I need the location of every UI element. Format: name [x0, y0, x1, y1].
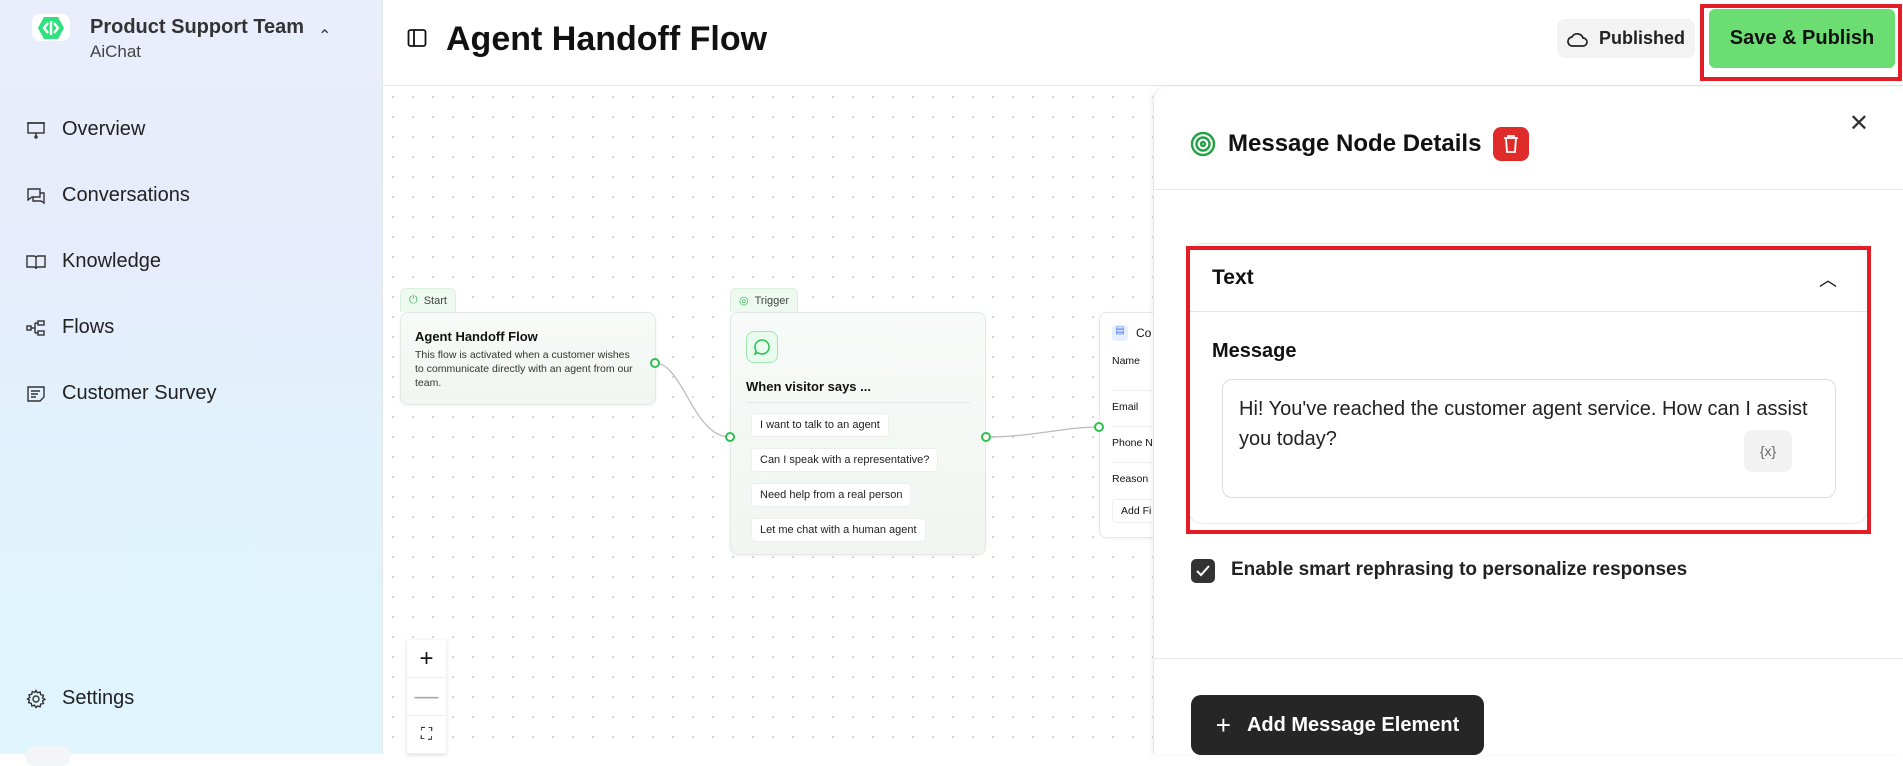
presentation-icon [27, 121, 45, 139]
tab-label: Start [423, 294, 447, 307]
fit-view-button[interactable]: ⛶ [407, 716, 446, 754]
sidebar-item-flows[interactable]: Flows [26, 316, 114, 339]
plus-icon: + [1215, 709, 1231, 740]
field-reason: Reason [1112, 473, 1149, 485]
trigger-node-tab: ◎ Trigger [730, 288, 799, 312]
fullscreen-icon: ⛶ [420, 725, 433, 743]
sidebar-item-label: Settings [62, 687, 135, 709]
trigger-phrase[interactable]: Can I speak with a representative? [751, 448, 939, 472]
target-icon [1190, 131, 1216, 157]
panel-title: Message Node Details [1228, 130, 1482, 157]
highlight-box [1186, 246, 1871, 534]
sidebar-item-label: Customer Survey [62, 382, 217, 404]
cloud-icon [1567, 32, 1588, 47]
insert-variable-button[interactable]: {x} [1744, 430, 1792, 472]
target-icon: ◎ [739, 295, 749, 307]
chevron-up-icon[interactable]: ︿ [1819, 270, 1837, 290]
trigger-output-handle[interactable] [981, 432, 991, 442]
sidebar-item-overview[interactable]: Overview [26, 118, 145, 141]
status-label: Published [1598, 28, 1685, 48]
chat-bubble-icon [746, 331, 778, 363]
check-icon [1196, 565, 1210, 577]
start-node-tab: ⏻ Start [400, 288, 456, 312]
clipboard-icon: ▤ [1112, 325, 1128, 341]
trigger-node[interactable]: When visitor says ... I want to talk to … [730, 312, 986, 555]
flow-canvas[interactable]: ⏻ Start Agent Handoff Flow This flow is a… [383, 87, 1219, 754]
connector-edges [654, 362, 1100, 438]
message-label: Message [1212, 340, 1297, 362]
survey-icon [27, 385, 45, 402]
power-icon: ⏻ [409, 294, 418, 306]
trigger-input-handle[interactable] [725, 432, 735, 442]
edge-start-trigger [654, 362, 731, 438]
sidebar-item-conversations[interactable]: Conversations [26, 184, 190, 207]
node-title: Agent Handoff Flow [415, 329, 538, 344]
page-title: Agent Handoff Flow [446, 20, 768, 58]
zoom-out-button[interactable]: — [407, 678, 446, 716]
trigger-phrase[interactable]: Let me chat with a human agent [751, 518, 926, 542]
message-textarea[interactable]: Hi! You've reached the customer agent se… [1222, 379, 1836, 498]
book-icon [26, 254, 46, 269]
sidebar-item-label: Flows [62, 316, 115, 338]
edge-trigger-collect [985, 426, 1100, 438]
add-message-element-button[interactable]: + Add Message Element [1191, 695, 1484, 755]
text-section-card: Text ︿ Message Hi! You've reached the cu… [1188, 243, 1868, 524]
node-description: This flow is activated when a customer w… [415, 349, 633, 389]
user-avatar[interactable] [25, 746, 71, 766]
sidebar-item-label: Conversations [62, 184, 190, 206]
sidebar-item-label: Overview [62, 118, 146, 140]
highlight-box [1700, 4, 1902, 81]
panel-header: Message Node Details [1190, 127, 1530, 161]
zoom-controls: + — ⛶ [407, 640, 446, 754]
app-name: AiChat [90, 42, 142, 61]
close-icon[interactable]: ✕ [1848, 110, 1869, 137]
rephrase-label[interactable]: Enable smart rephrasing to personalize r… [1231, 559, 1688, 580]
node-title: Co [1136, 326, 1152, 340]
sidebar: Product Support Team AiChat ⌃ Overview C… [0, 0, 383, 766]
trigger-title: When visitor says ... [746, 379, 970, 403]
start-node[interactable]: Agent Handoff Flow This flow is activate… [400, 312, 656, 405]
save-publish-button[interactable]: Save & Publish [1709, 9, 1895, 68]
chevron-up-down-icon[interactable]: ⌃ [318, 28, 332, 45]
chat-bubbles-icon [27, 187, 45, 204]
trash-icon [1504, 135, 1519, 153]
header: Agent Handoff Flow Published [383, 0, 1903, 86]
divider [1154, 189, 1903, 190]
gear-icon [26, 688, 46, 709]
collect-input-handle[interactable] [1094, 422, 1104, 432]
sidebar-item-settings[interactable]: Settings [26, 687, 134, 710]
delete-node-button[interactable] [1493, 127, 1530, 161]
sidebar-item-customer-survey[interactable]: Customer Survey [26, 382, 217, 405]
divider [1154, 658, 1903, 659]
divider [1189, 311, 1867, 312]
published-status-badge: Published [1557, 19, 1695, 58]
sidebar-item-knowledge[interactable]: Knowledge [26, 250, 161, 273]
trigger-phrase[interactable]: Need help from a real person [751, 483, 912, 507]
section-title[interactable]: Text [1212, 266, 1254, 289]
app-logo [32, 14, 70, 41]
zoom-in-button[interactable]: + [407, 640, 446, 678]
sidebar-toggle-icon[interactable] [407, 28, 427, 48]
message-node-details-panel: Message Node Details ✕ Text ︿ Message Hi… [1153, 87, 1903, 755]
trigger-phrase[interactable]: I want to talk to an agent [751, 413, 889, 437]
button-label: Add Message Element [1246, 713, 1460, 736]
start-output-handle[interactable] [650, 358, 660, 368]
tab-label: Trigger [754, 294, 790, 307]
flow-icon [26, 319, 45, 336]
rephrase-checkbox[interactable] [1191, 559, 1215, 583]
team-name[interactable]: Product Support Team [90, 16, 305, 38]
sidebar-item-label: Knowledge [62, 250, 161, 272]
